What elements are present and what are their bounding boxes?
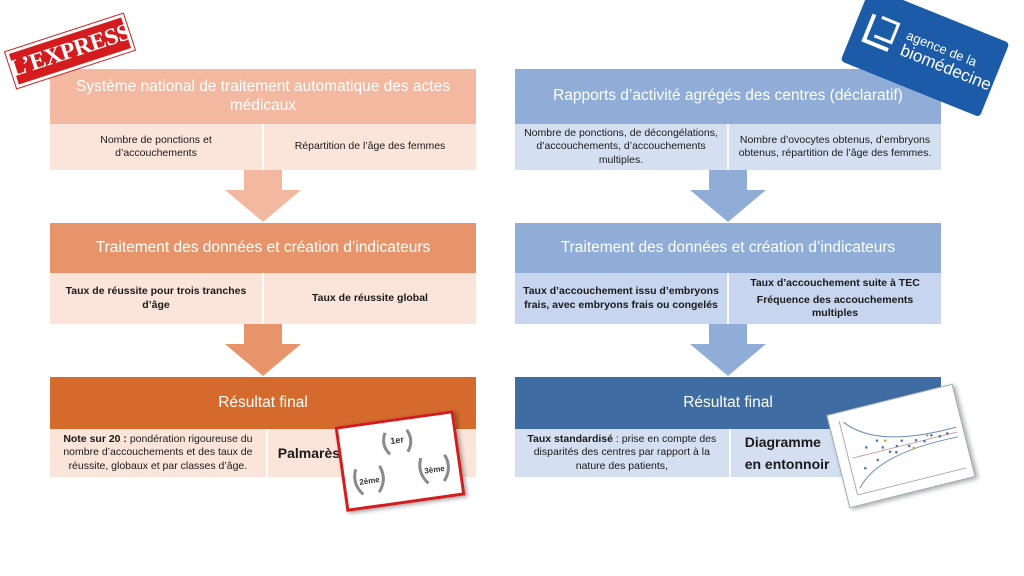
right-step1-cell-1: Nombre de ponctions, de décongélations, … xyxy=(524,127,718,166)
right-result-cell: Diagramme en entonnoir xyxy=(728,429,941,477)
left-result-note: Note sur 20 : pondération rigoureuse du … xyxy=(50,429,266,477)
abm-mark-icon xyxy=(861,13,901,52)
right-step2-cell-1: Taux d’accouchement issu d’embryons frai… xyxy=(523,285,719,311)
left-step2-title: Traitement des données et création d’ind… xyxy=(50,223,476,273)
left-result-note-text: pondération rigoureuse du nombre d’accou… xyxy=(63,433,253,472)
agence-biomedecine-logo: agence de la biomédecine xyxy=(840,0,1010,118)
laurel-3-icon xyxy=(418,453,450,485)
left-flow: Système national de traitement automatiq… xyxy=(50,0,476,576)
funnel-label: Diagramme en entonnoir xyxy=(745,431,830,476)
right-step1-cell-2: Nombre d’ovocytes obtenus, d’embryons ob… xyxy=(727,124,941,170)
funnel-plot-image xyxy=(826,383,976,509)
laurel-2-icon xyxy=(353,465,385,496)
right-result-note-text: : prise en compte des disparités des cen… xyxy=(533,433,717,472)
right-step2-tec: Taux d’accouchement suite à TEC xyxy=(750,276,920,289)
right-step1-details: Nombre de ponctions, de décongélations, … xyxy=(515,124,941,170)
left-step2-cell-2: Taux de réussite global xyxy=(262,273,476,324)
right-arrow-2 xyxy=(515,324,941,376)
rank-second: 2ème xyxy=(359,475,381,487)
right-arrow-1 xyxy=(515,170,941,222)
funnel-plot-icon xyxy=(838,421,967,496)
left-step2-details: Taux de réussite pour trois tranches d’â… xyxy=(50,273,476,324)
left-result-note-bold: Note sur 20 : xyxy=(63,433,127,446)
rank-third: 3ème xyxy=(424,464,446,476)
right-result-note: Taux standardisé : prise en compte des d… xyxy=(515,429,729,477)
laurel-1-icon xyxy=(382,428,413,456)
right-step2-cell-2: Taux d’accouchement suite à TEC Fréquenc… xyxy=(727,273,941,324)
right-result-note-bold: Taux standardisé xyxy=(527,433,613,446)
left-step1-title: Système national de traitement automatiq… xyxy=(50,69,476,124)
right-step2-details: Taux d’accouchement issu d’embryons frai… xyxy=(515,273,941,324)
rank-first: 1er xyxy=(390,434,405,446)
palmares-label: Palmarès xyxy=(277,444,341,461)
left-arrow-1 xyxy=(50,170,476,222)
left-step1-details: Nombre de ponctions et d’accouchements R… xyxy=(50,124,476,170)
funnel-label-line2: en entonnoir xyxy=(744,456,830,472)
left-step1-cell-2: Répartition de l’âge des femmes xyxy=(262,124,476,170)
left-arrow-2 xyxy=(50,324,476,376)
left-result-cell: Palmarès xyxy=(265,429,476,477)
left-step2-cell-1: Taux de réussite pour trois tranches d’â… xyxy=(65,285,247,311)
right-step1-title: Rapports d’activité agrégés des centres … xyxy=(515,69,941,124)
funnel-label-line1: Diagramme xyxy=(744,433,821,450)
podium-ranking-image: 1er 2ème 3ème xyxy=(334,410,466,512)
right-step2-multiples: Fréquence des accouchements multiples xyxy=(756,293,914,320)
left-step1-cell-1: Nombre de ponctions et d’accouchements xyxy=(100,133,212,159)
right-step2-title: Traitement des données et création d’ind… xyxy=(515,223,941,273)
